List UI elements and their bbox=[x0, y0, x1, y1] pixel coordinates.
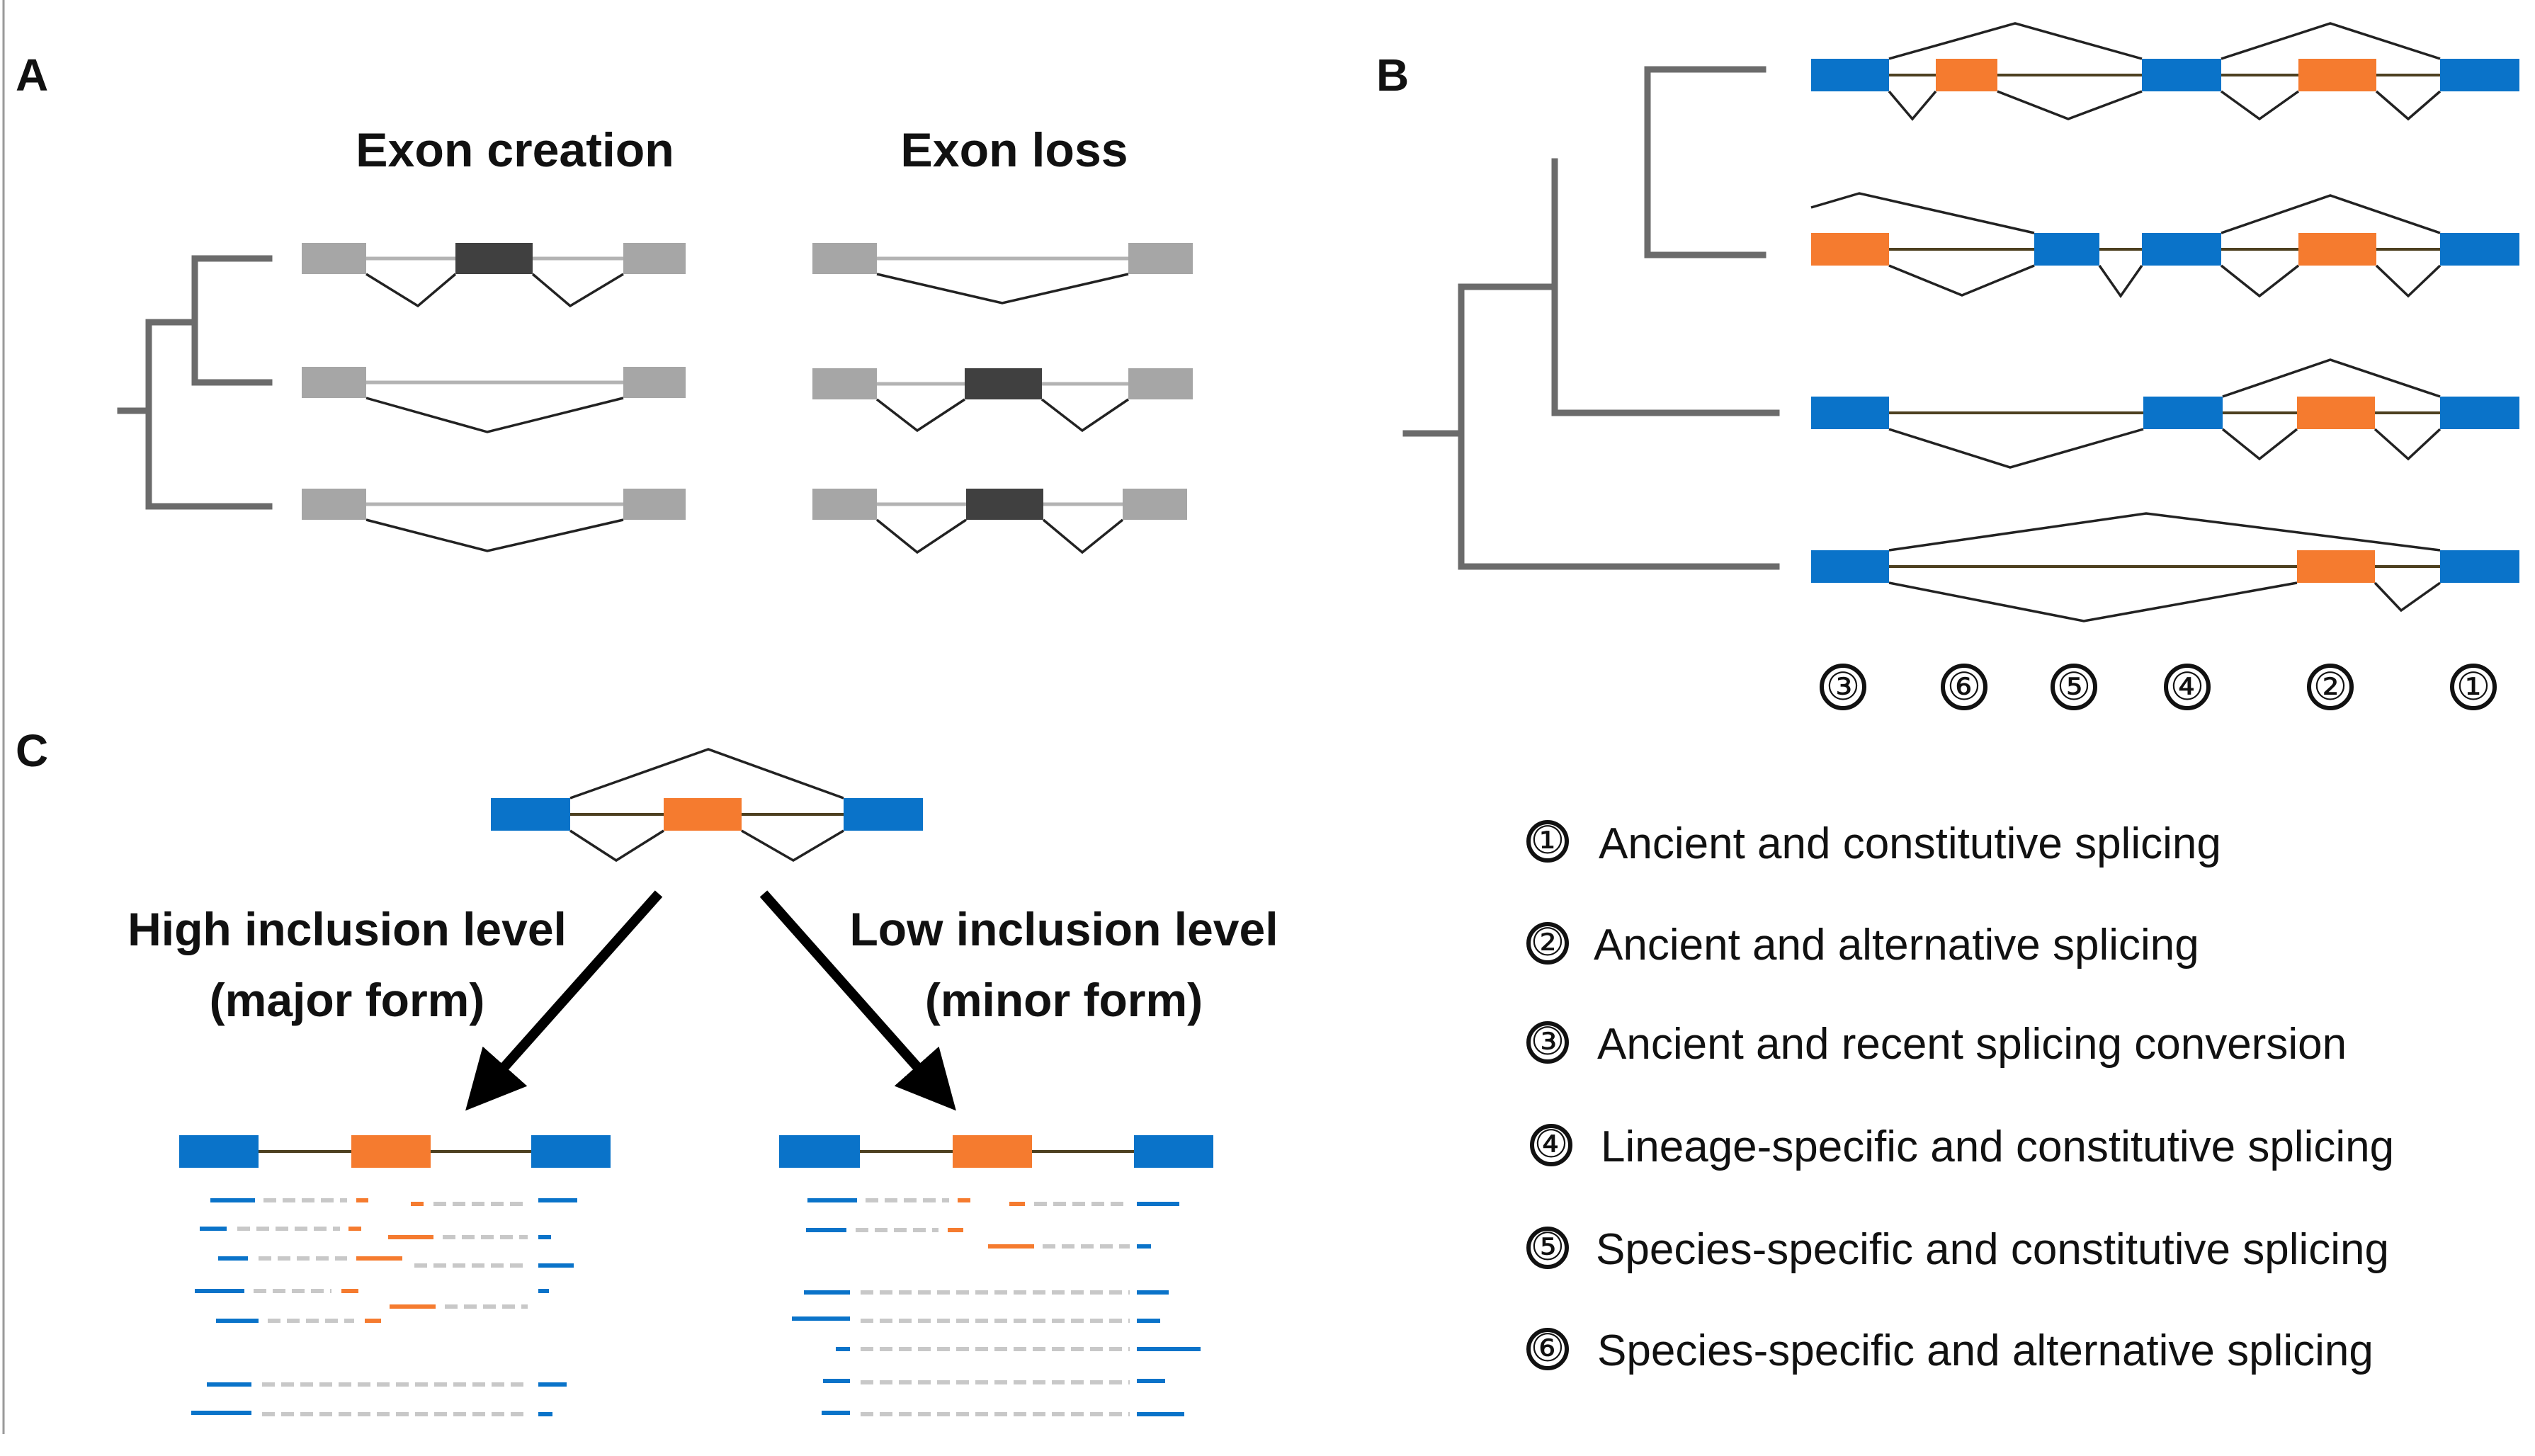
dark-exon bbox=[455, 243, 533, 274]
low-inclusion-label-line1: Low inclusion level bbox=[849, 903, 1278, 955]
dark-exon bbox=[966, 489, 1043, 520]
major-form-model bbox=[179, 1135, 611, 1168]
legend-item-1: Ancient and constitutive splicing bbox=[1599, 819, 2221, 868]
grey-exon bbox=[812, 243, 877, 274]
exon-loss-title: Exon loss bbox=[900, 123, 1128, 177]
minor-form-model bbox=[779, 1135, 1213, 1168]
isoform-row-2 bbox=[1810, 192, 2519, 299]
panel-b-markers: ③ ⑥ ⑤ ④ ② ① bbox=[1820, 664, 2497, 710]
alternative-exon bbox=[351, 1135, 431, 1168]
constitutive-exon bbox=[2034, 233, 2099, 266]
alternative-exon bbox=[2298, 59, 2376, 91]
isoform-row-4 bbox=[1811, 512, 2519, 622]
panel-a-tree bbox=[117, 255, 273, 510]
legend-marker-6: ⑥ bbox=[1531, 1327, 1565, 1370]
constitutive-exon bbox=[2142, 233, 2221, 266]
panel-b-letter: B bbox=[1376, 50, 1409, 101]
marker-2: ② bbox=[2313, 666, 2347, 708]
marker-3: ③ bbox=[1826, 666, 1860, 708]
constitutive-exon bbox=[491, 798, 570, 831]
grey-exon bbox=[302, 367, 366, 398]
legend-marker-1: ① bbox=[1531, 819, 1565, 862]
constitutive-exon bbox=[2142, 59, 2221, 91]
alternative-exon bbox=[664, 798, 742, 831]
legend-item-4: Lineage-specific and constitutive splici… bbox=[1601, 1122, 2394, 1171]
grey-exon bbox=[812, 489, 877, 520]
grey-exon bbox=[1123, 489, 1187, 520]
grey-exon bbox=[812, 368, 877, 399]
major-form-reads bbox=[191, 1198, 577, 1416]
constitutive-exon bbox=[779, 1135, 860, 1168]
constitutive-exon bbox=[1811, 59, 1889, 91]
arrow-low-inclusion bbox=[759, 890, 956, 1111]
alternative-exon bbox=[2297, 550, 2375, 583]
exon-creation-row-3 bbox=[302, 489, 686, 552]
marker-5: ⑤ bbox=[2057, 666, 2091, 708]
panel-a-letter: A bbox=[16, 50, 48, 101]
low-inclusion-label-line2: (minor form) bbox=[925, 974, 1203, 1026]
grey-exon bbox=[623, 243, 686, 274]
grey-exon bbox=[1128, 368, 1193, 399]
exon-loss-row-2 bbox=[812, 368, 1193, 433]
grey-exon bbox=[1128, 243, 1193, 274]
legend-marker-2: ② bbox=[1531, 921, 1565, 964]
dark-exon bbox=[965, 368, 1042, 399]
constitutive-exon bbox=[844, 798, 923, 831]
exon-loss-row-1 bbox=[812, 243, 1193, 305]
legend-marker-5: ⑤ bbox=[1531, 1226, 1565, 1268]
legend: ① Ancient and constitutive splicing ② An… bbox=[1526, 819, 2394, 1375]
high-inclusion-label-line1: High inclusion level bbox=[127, 903, 567, 955]
grey-exon bbox=[302, 243, 366, 274]
exon-creation-row-1 bbox=[302, 243, 686, 308]
exon-creation-title: Exon creation bbox=[356, 123, 674, 177]
panel-b-tree bbox=[1402, 66, 1780, 570]
isoform-row-3 bbox=[1811, 358, 2519, 469]
constitutive-exon bbox=[2440, 397, 2519, 429]
grey-exon bbox=[623, 489, 686, 520]
panel-c-letter: C bbox=[16, 725, 48, 776]
marker-4: ④ bbox=[2170, 666, 2204, 708]
alternative-exon bbox=[953, 1135, 1032, 1168]
high-inclusion-label-line2: (major form) bbox=[210, 974, 485, 1026]
constitutive-exon bbox=[1134, 1135, 1213, 1168]
grey-exon bbox=[302, 489, 366, 520]
constitutive-exon bbox=[2440, 233, 2519, 266]
exon-loss-row-3 bbox=[812, 489, 1187, 554]
legend-marker-3: ③ bbox=[1531, 1020, 1565, 1063]
alternative-exon bbox=[1936, 59, 1997, 91]
minor-form-reads bbox=[792, 1198, 1201, 1416]
constitutive-exon bbox=[2143, 397, 2223, 429]
arrow-high-inclusion bbox=[465, 890, 663, 1111]
alternative-exon bbox=[1811, 233, 1889, 266]
panel-c-gene-model bbox=[491, 748, 923, 863]
constitutive-exon bbox=[531, 1135, 611, 1168]
legend-marker-4: ④ bbox=[1534, 1123, 1568, 1166]
alternative-exon bbox=[2298, 233, 2376, 266]
constitutive-exon bbox=[179, 1135, 259, 1168]
legend-item-3: Ancient and recent splicing conversion bbox=[1597, 1020, 2347, 1069]
marker-1: ① bbox=[2456, 666, 2490, 708]
constitutive-exon bbox=[2440, 550, 2519, 583]
constitutive-exon bbox=[1811, 550, 1889, 583]
legend-item-2: Ancient and alternative splicing bbox=[1594, 921, 2199, 969]
marker-6: ⑥ bbox=[1947, 666, 1981, 708]
legend-item-6: Species-specific and alternative splicin… bbox=[1597, 1326, 2374, 1375]
isoform-row-1 bbox=[1811, 22, 2519, 121]
constitutive-exon bbox=[1811, 397, 1889, 429]
exon-creation-row-2 bbox=[302, 367, 686, 433]
constitutive-exon bbox=[2440, 59, 2519, 91]
legend-item-5: Species-specific and constitutive splici… bbox=[1596, 1225, 2389, 1274]
grey-exon bbox=[623, 367, 686, 398]
alternative-exon bbox=[2297, 397, 2375, 429]
